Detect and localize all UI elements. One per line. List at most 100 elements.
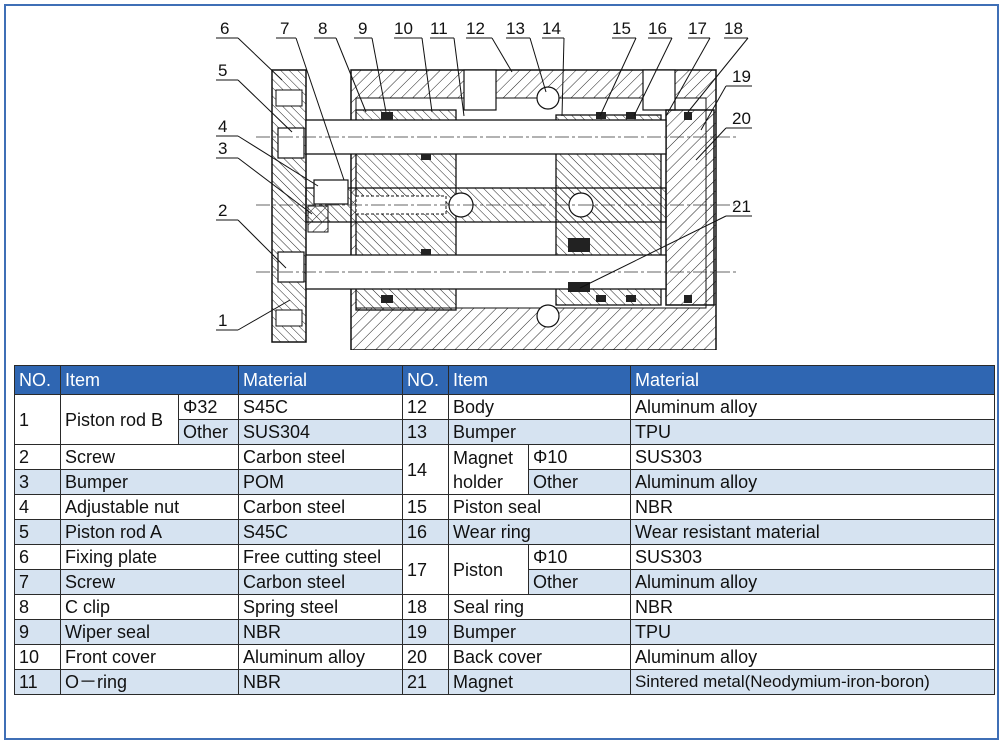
port-front bbox=[463, 69, 497, 111]
header-no-left: NO. bbox=[14, 365, 61, 395]
part-material: Sintered metal(Neodymium-iron-boron) bbox=[630, 669, 996, 695]
leader-lines bbox=[216, 37, 752, 331]
adjustable-nut bbox=[313, 179, 349, 205]
centerlines bbox=[256, 136, 736, 273]
callout-15: 15 bbox=[612, 20, 631, 38]
table-row: 3 Bumper POM Other Aluminum alloy bbox=[14, 469, 996, 495]
header-item-right: Item bbox=[448, 365, 632, 395]
part-item: Screw bbox=[59, 569, 240, 595]
part-item: Fixing plate bbox=[59, 544, 240, 570]
part-material: Carbon steel bbox=[238, 569, 404, 595]
part-no: 6 bbox=[14, 544, 61, 570]
part-item: Bumper bbox=[448, 619, 632, 645]
part-no: 17 bbox=[402, 544, 450, 595]
part-item: Front cover bbox=[59, 644, 240, 670]
part-item: Seal ring bbox=[448, 594, 632, 620]
part-material: Aluminum alloy bbox=[630, 469, 996, 495]
part-no: 5 bbox=[14, 519, 61, 545]
part-no: 1 bbox=[14, 394, 61, 445]
table-row: 1 Piston rod B Φ32 S45C 12 Body Aluminum… bbox=[14, 394, 996, 445]
part-no: 10 bbox=[14, 644, 61, 670]
fixing-plate-slot-top bbox=[275, 89, 303, 107]
part-item-line2: holder bbox=[453, 471, 504, 492]
header-no-right: NO. bbox=[402, 365, 450, 395]
table-row: 4 Adjustable nut Carbon steel 15 Piston … bbox=[14, 494, 996, 520]
part-no: 16 bbox=[402, 519, 450, 545]
callout-5: 5 bbox=[218, 61, 227, 80]
table-row: 10 Front cover Aluminum alloy 20 Back co… bbox=[14, 644, 996, 670]
callout-2: 2 bbox=[218, 201, 227, 220]
part-no: 8 bbox=[14, 594, 61, 620]
header-item-left: Item bbox=[59, 365, 240, 395]
part-item: Piston rod B bbox=[60, 394, 179, 445]
table-row: 5 Piston rod A S45C 16 Wear ring Wear re… bbox=[14, 519, 996, 545]
part-item-line1: Magnet bbox=[453, 447, 514, 468]
part-no: 9 bbox=[14, 619, 61, 645]
callout-13: 13 bbox=[506, 20, 525, 38]
callout-17: 17 bbox=[688, 20, 707, 38]
part-no: 3 bbox=[14, 469, 61, 495]
part-material: S45C bbox=[238, 519, 404, 545]
part-no: 11 bbox=[14, 669, 61, 695]
part-material: SUS303 bbox=[630, 544, 996, 570]
part-material: NBR bbox=[238, 669, 404, 695]
part-material: Aluminum alloy bbox=[630, 644, 996, 670]
part-material: Aluminum alloy bbox=[630, 569, 996, 595]
callout-1: 1 bbox=[218, 311, 227, 330]
part-material: Aluminum alloy bbox=[238, 644, 404, 670]
table-row: 6 Fixing plate Free cutting steel 17 Pis… bbox=[14, 544, 996, 595]
body-hole-bottom bbox=[536, 304, 560, 328]
callout-3: 3 bbox=[218, 139, 227, 158]
part-no: 13 bbox=[402, 419, 450, 445]
callout-11: 11 bbox=[430, 20, 448, 38]
part-size: Φ10 bbox=[528, 544, 632, 570]
part-material: Carbon steel bbox=[238, 494, 404, 520]
part-no: 19 bbox=[402, 619, 450, 645]
part-material: SUS304 bbox=[238, 419, 404, 445]
part-size: Other bbox=[528, 469, 632, 495]
part-item: Piston bbox=[448, 544, 530, 595]
body-hole-top bbox=[536, 86, 560, 110]
port-rear bbox=[642, 69, 676, 111]
header-material-left: Material bbox=[238, 365, 404, 395]
callout-19: 19 bbox=[732, 67, 751, 86]
part-no: 7 bbox=[14, 569, 61, 595]
part-item: O－ring bbox=[59, 669, 240, 695]
table-row: Other SUS304 13 Bumper TPU bbox=[15, 419, 996, 445]
screw-head-upper bbox=[277, 127, 305, 159]
callout-14: 14 bbox=[542, 20, 561, 38]
part-size: Other bbox=[177, 419, 240, 445]
part-no: 2 bbox=[14, 444, 61, 470]
callout-21: 21 bbox=[732, 197, 751, 216]
part-item: Magnet holder bbox=[448, 444, 530, 495]
callout-20: 20 bbox=[732, 109, 751, 128]
bumper-front bbox=[307, 205, 329, 233]
part-material: TPU bbox=[630, 619, 996, 645]
part-size: Φ32 bbox=[177, 394, 240, 420]
part-item: Adjustable nut bbox=[59, 494, 240, 520]
cylinder-section-drawing: 1 2 3 4 5 6 7 8 9 10 11 12 13 14 15 16 1… bbox=[196, 20, 816, 350]
part-material: Wear resistant material bbox=[630, 519, 996, 545]
part-no: 20 bbox=[402, 644, 450, 670]
part-item: Bumper bbox=[59, 469, 240, 495]
callout-16: 16 bbox=[648, 20, 667, 38]
callout-12: 12 bbox=[466, 20, 485, 38]
part-item: Piston rod A bbox=[59, 519, 240, 545]
back-cover-part bbox=[665, 109, 715, 306]
part-item: C clip bbox=[59, 594, 240, 620]
callout-4: 4 bbox=[218, 117, 227, 136]
part-no: 14 bbox=[402, 444, 450, 495]
part-material: Spring steel bbox=[238, 594, 404, 620]
part-material: Free cutting steel bbox=[238, 544, 404, 570]
seal-elements bbox=[381, 112, 692, 303]
part-item: Piston seal bbox=[448, 494, 632, 520]
part-no: 21 bbox=[402, 669, 450, 695]
part-item: Screw bbox=[59, 444, 240, 470]
part-material: POM bbox=[238, 469, 404, 495]
part-material: NBR bbox=[630, 494, 996, 520]
callout-9: 9 bbox=[358, 20, 367, 38]
parts-table: NO. Item Material NO. Item Material 1 Pi… bbox=[14, 365, 996, 695]
part-material: SUS303 bbox=[630, 444, 996, 470]
cylinder-section-svg: 1 2 3 4 5 6 7 8 9 10 11 12 13 14 15 16 1… bbox=[216, 20, 752, 350]
callout-8: 8 bbox=[318, 20, 327, 38]
